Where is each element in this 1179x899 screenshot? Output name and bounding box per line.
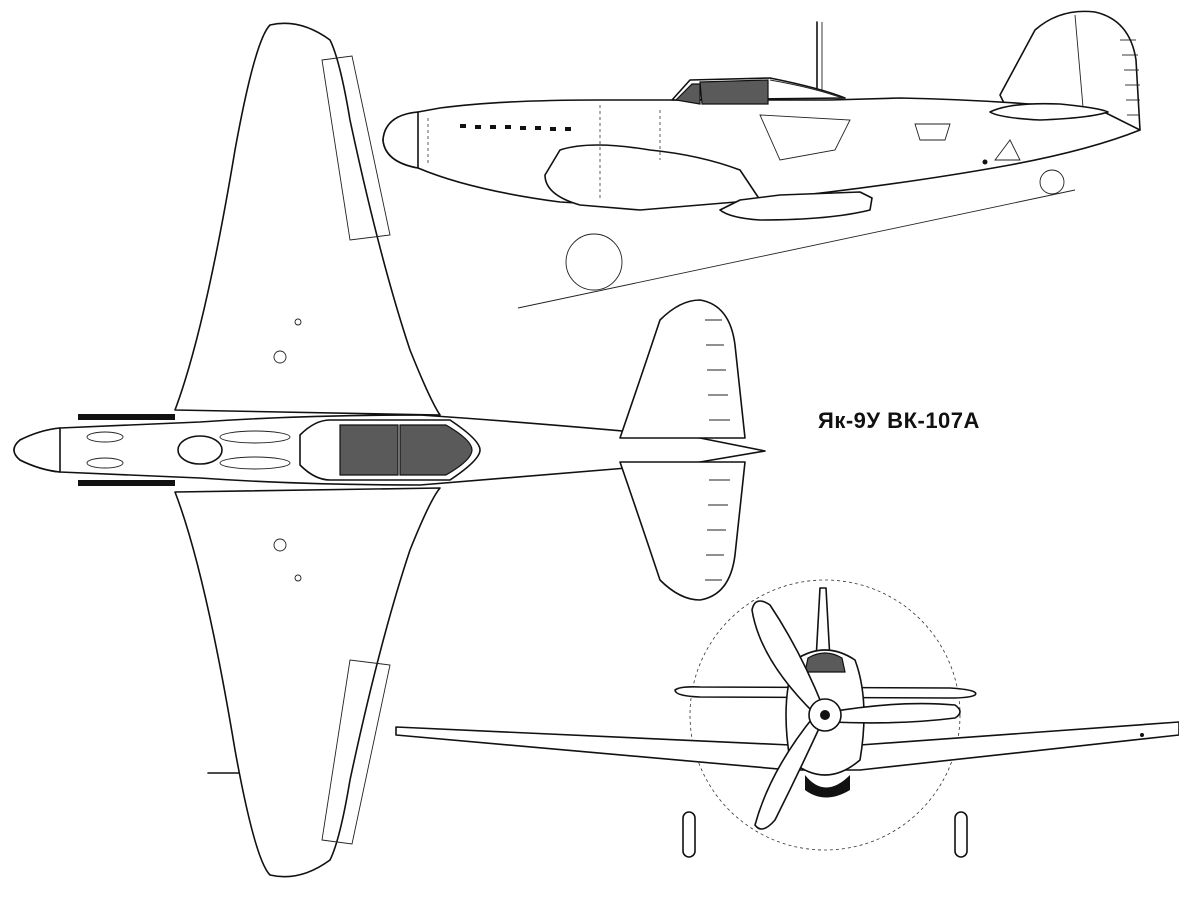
- oil-cooler-hatch: [177, 435, 223, 465]
- propeller-blade-1: [751, 600, 824, 715]
- propeller-blade-2: [829, 702, 961, 724]
- canopy-glass-side: [699, 79, 769, 105]
- tailplane-side: [989, 102, 1109, 121]
- wing-dot-lower: [294, 574, 302, 582]
- upper-wing-plan: [174, 22, 441, 416]
- tailplane-lower: [619, 461, 746, 601]
- lower-aileron: [321, 659, 391, 845]
- top-view: [13, 22, 766, 878]
- wing-fillet-panel: [759, 114, 851, 161]
- exhaust-stacks: [460, 124, 571, 131]
- wing-root-side: [544, 144, 761, 211]
- tailplane-upper: [619, 299, 746, 439]
- front-view: [395, 579, 1179, 858]
- gun-port-upper: [86, 431, 124, 443]
- wing-marker-lower: [273, 538, 287, 552]
- upper-aileron: [321, 55, 391, 241]
- propeller-disc: [689, 579, 961, 851]
- side-view-ground-line: [517, 189, 1076, 309]
- canopy-rear-glass-plan: [399, 424, 473, 476]
- tail-access-panel: [994, 139, 1021, 161]
- propeller-blade-3: [754, 714, 823, 830]
- tail-wheel: [1039, 169, 1065, 195]
- lower-wing-plan: [174, 487, 441, 878]
- spinner-hub: [820, 710, 830, 720]
- gun-port-lower: [86, 457, 124, 469]
- aircraft-title: Як-9У ВК-107А: [818, 408, 980, 433]
- landing-gear-left: [682, 811, 696, 858]
- wingtip-light: [1140, 733, 1144, 737]
- elevator-ribs: [705, 319, 730, 581]
- canopy-rear-frame: [769, 79, 843, 99]
- rudder-ribs: [1120, 39, 1140, 116]
- fuel-panel-lower: [219, 456, 291, 470]
- main-wheel: [565, 233, 623, 291]
- front-radiator-intake: [805, 775, 850, 798]
- landing-gear-right: [954, 811, 968, 858]
- access-panel: [914, 123, 951, 141]
- spinner-plan: [13, 427, 61, 473]
- wing-dot-upper: [294, 318, 302, 326]
- canopy-glass-plan: [339, 424, 399, 476]
- exhaust-rows-plan: [78, 414, 175, 486]
- side-marker-dot: [982, 159, 988, 165]
- side-view: [382, 10, 1141, 309]
- radiator-scoop: [719, 191, 873, 221]
- propeller-spinner-side: [382, 111, 419, 169]
- front-fin: [815, 587, 831, 661]
- windshield-side: [674, 83, 701, 105]
- wing-marker-upper: [273, 350, 287, 364]
- fuel-panel-upper: [219, 430, 291, 444]
- front-canopy: [804, 652, 846, 673]
